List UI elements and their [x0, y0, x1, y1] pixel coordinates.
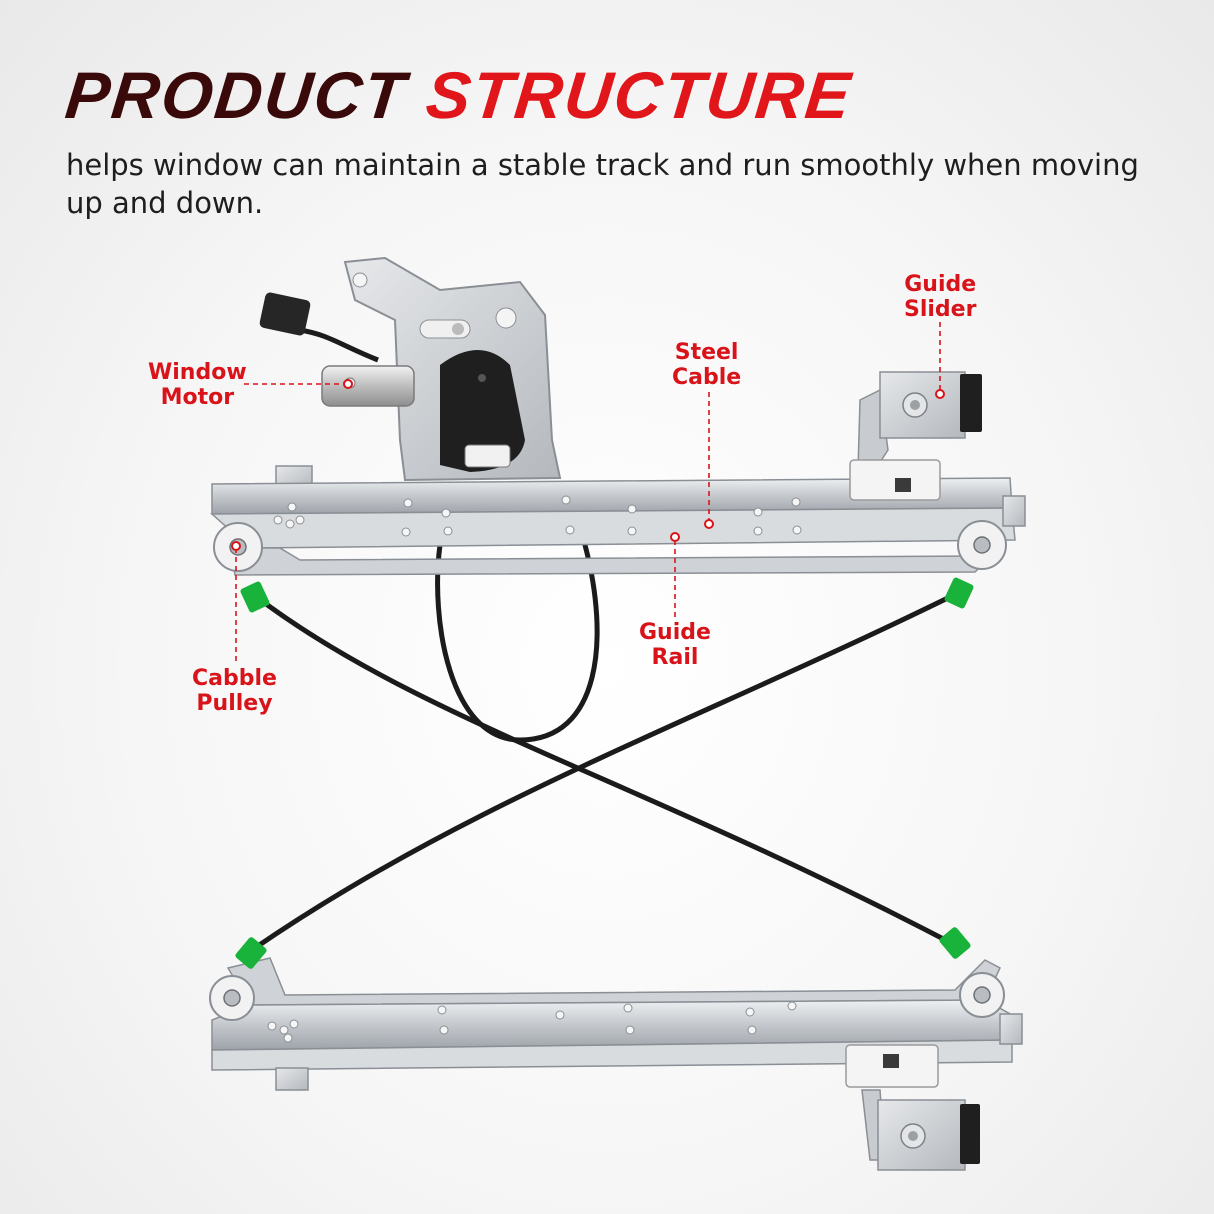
bottom-guide-slider — [845, 1044, 980, 1171]
callout-leaders — [235, 322, 941, 662]
cable-left-to-bottom-right — [255, 595, 958, 948]
top-right-pulley — [957, 520, 1007, 570]
motor-connector — [259, 292, 311, 336]
top-right-cable-clip — [944, 577, 974, 609]
marker-cable-pulley — [231, 541, 241, 551]
label-window-motor-line2: Motor — [160, 385, 235, 410]
label-guide-slider-line2: Slider — [904, 297, 977, 322]
marker-guide-slider — [935, 389, 945, 399]
label-cable-pulley-line2: Pulley — [196, 691, 273, 716]
motor-body — [321, 365, 415, 407]
label-guide-rail-line1: Guide — [639, 620, 711, 645]
label-guide-rail-line2: Rail — [651, 645, 699, 670]
bottom-guide-rail — [209, 927, 1023, 1091]
motor-gear-housing — [440, 350, 525, 472]
label-guide-slider: Guide Slider — [904, 272, 976, 322]
cable-motor-loop — [435, 542, 600, 743]
top-guide-slider — [849, 371, 982, 501]
callout-markers — [231, 379, 945, 551]
label-guide-rail: Guide Rail — [639, 620, 711, 670]
label-steel-cable-line2: Cable — [672, 365, 742, 390]
top-left-cable-clip — [240, 581, 270, 613]
marker-steel-cable — [704, 519, 714, 529]
bottom-right-cable-clip — [939, 927, 971, 959]
label-cable-pulley: Cabble Pulley — [192, 666, 277, 716]
steel-cables — [249, 542, 961, 953]
label-steel-cable: Steel Cable — [672, 340, 741, 390]
bottom-left-cable-clip — [235, 937, 267, 969]
label-cable-pulley-line1: Cabble — [192, 666, 277, 691]
window-motor-assembly — [259, 256, 562, 482]
label-window-motor-line1: Window — [148, 360, 247, 385]
label-window-motor: Window Motor — [148, 360, 247, 410]
label-guide-slider-line1: Guide — [904, 272, 977, 297]
marker-guide-rail — [670, 532, 680, 542]
top-guide-rail — [210, 465, 1026, 613]
bottom-right-pulley — [959, 972, 1005, 1018]
marker-window-motor — [343, 379, 353, 389]
motor-wire — [299, 327, 379, 363]
cable-right-to-bottom-left — [249, 590, 961, 953]
label-steel-cable-line1: Steel — [674, 340, 739, 365]
bottom-left-pulley — [209, 975, 255, 1021]
page-subtitle: helps window can maintain a stable track… — [66, 148, 1139, 220]
